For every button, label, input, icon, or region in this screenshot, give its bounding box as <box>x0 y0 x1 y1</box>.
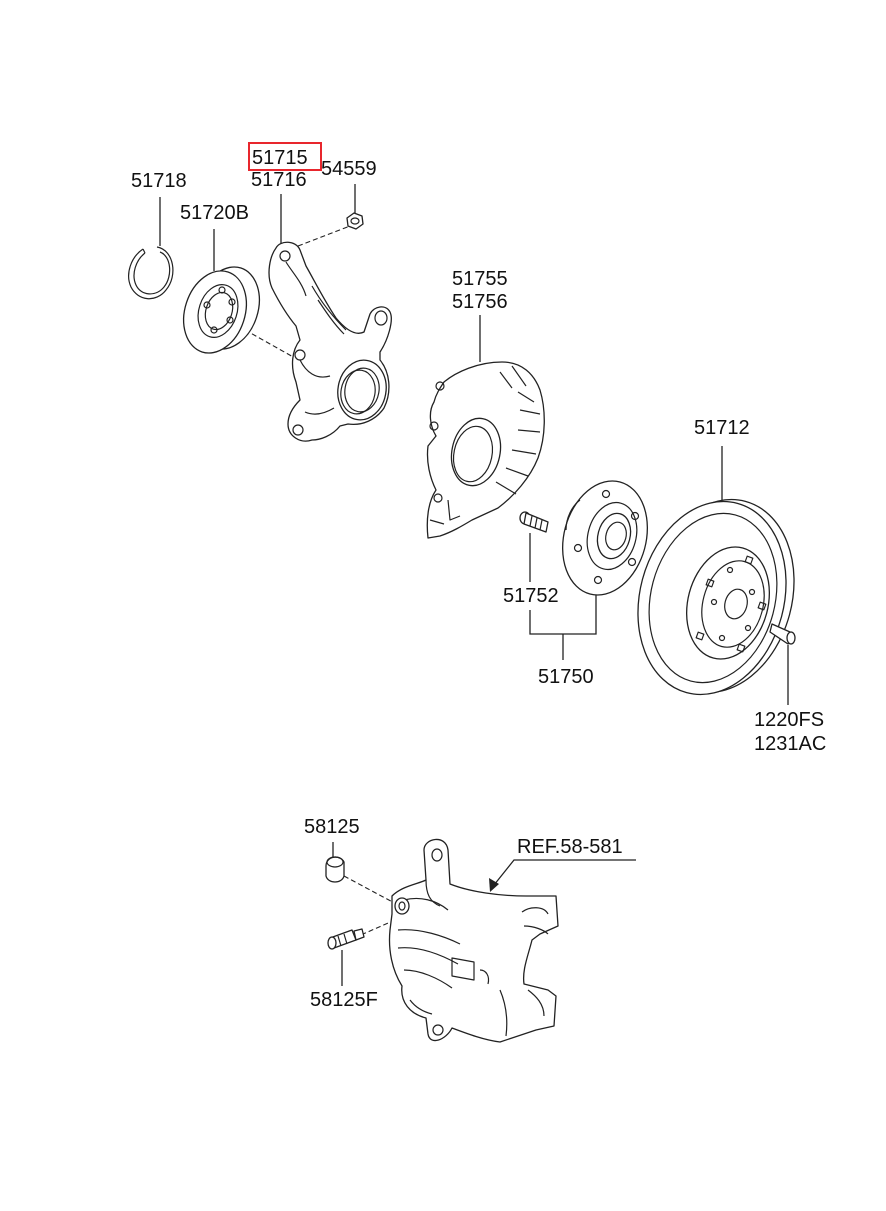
brake-disc-51712[interactable] <box>617 483 815 712</box>
label-58125[interactable]: 58125 <box>304 816 360 838</box>
label-51715[interactable]: 51715 <box>252 147 308 169</box>
snap-ring-51718[interactable] <box>128 246 174 300</box>
dust-cover-51755[interactable] <box>426 361 545 539</box>
label-51718[interactable]: 51718 <box>131 170 187 192</box>
leader-lines <box>159 184 789 986</box>
cap-58125[interactable] <box>325 856 345 883</box>
label-58125f[interactable]: 58125F <box>310 989 378 1011</box>
bleeder-58125f[interactable] <box>327 928 365 950</box>
label-51750[interactable]: 51750 <box>538 666 594 688</box>
highlight-box-51715 <box>248 142 322 171</box>
brake-caliper-ref-58-581[interactable] <box>388 838 559 1043</box>
label-1231ac[interactable]: 1231AC <box>754 733 826 755</box>
label-51752[interactable]: 51752 <box>503 585 559 607</box>
label-1220fs[interactable]: 1220FS <box>754 709 824 731</box>
label-51756[interactable]: 51756 <box>452 291 508 313</box>
label-51755[interactable]: 51755 <box>452 268 508 290</box>
steering-knuckle-51715[interactable] <box>268 241 392 442</box>
screw-1220fs[interactable] <box>769 623 796 645</box>
label-54559[interactable]: 54559 <box>321 158 377 180</box>
label-ref-58-581[interactable]: REF.58-581 <box>517 836 623 858</box>
guide-bushing <box>394 897 410 915</box>
nut-54559[interactable] <box>346 212 364 230</box>
wheel-hub-51750[interactable] <box>550 471 659 604</box>
label-51720b[interactable]: 51720B <box>180 202 249 224</box>
hub-bolt-51752[interactable] <box>519 511 549 533</box>
bearing-51720b[interactable] <box>173 259 269 361</box>
label-51716[interactable]: 51716 <box>251 169 307 191</box>
label-51712[interactable]: 51712 <box>694 417 750 439</box>
